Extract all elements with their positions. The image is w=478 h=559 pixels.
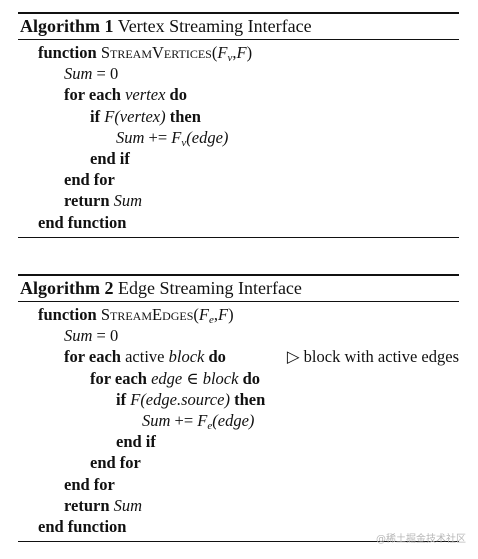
algorithm-1-line-end-if: end if	[18, 148, 459, 169]
paren-close: )	[246, 43, 253, 62]
algorithm-1-title: Vertex Streaming Interface	[117, 16, 312, 36]
algorithm-2-body: function StreamEdges(Fe,F) Sum = 0 for e…	[18, 302, 459, 543]
comment-block-active-edges: ▷ block with active edges	[286, 347, 459, 367]
keyword-function: function	[38, 305, 97, 324]
keyword-if: if	[116, 389, 127, 409]
algorithm-2-block: Algorithm 2 Edge Streaming Interface fun…	[18, 274, 459, 543]
paren-open: (	[193, 305, 199, 324]
algorithm-2-line-sum-add: Sum += Fe(edge)	[18, 410, 459, 432]
paren-open: (	[211, 43, 218, 62]
arg-f: F	[217, 43, 228, 62]
var-sum: Sum	[142, 410, 171, 430]
keyword-if: if	[90, 106, 101, 126]
function-name: StreamVertices	[100, 43, 212, 62]
keyword-return: return	[64, 495, 110, 515]
algorithm-1-caption: Algorithm 1 Vertex Streaming Interface	[18, 14, 459, 40]
keyword-then: then	[169, 106, 201, 126]
algorithm-2-line-for-edge: for each edge ∈ block do	[18, 368, 459, 389]
algorithm-2-line-return: return Sum	[18, 495, 459, 516]
keyword-end-function: end function	[38, 212, 127, 232]
algorithm-1-line-sum-init: Sum = 0	[18, 63, 459, 84]
arg-f2: F	[236, 43, 247, 62]
keyword-for-each: for each	[90, 368, 147, 388]
algorithm-2-caption: Algorithm 2 Edge Streaming Interface	[18, 276, 459, 302]
function-name: StreamEdges	[100, 305, 194, 324]
algorithm-1-line-if: if F(vertex) then	[18, 106, 459, 127]
keyword-for-each: for each	[64, 85, 121, 105]
paren-close: )	[228, 305, 234, 324]
algorithm-1-line-function: function StreamVertices(Fv,F)	[18, 42, 459, 64]
arg-f-sub: v	[227, 52, 233, 64]
var-edge-in-block: edge ∈ block	[151, 368, 239, 388]
var-sum: Sum	[116, 127, 145, 147]
algorithm-2-line-if: if F(edge.source) then	[18, 389, 459, 410]
keyword-do: do	[208, 347, 226, 367]
var-sum: Sum	[64, 64, 93, 84]
func-f: F	[130, 389, 141, 409]
algorithm-2-line-end-for-outer: end for	[18, 474, 459, 495]
algorithm-1-line-end-function: end function	[18, 212, 459, 233]
algorithm-2-line-for-block: for each active block do ▷ block with ac…	[18, 346, 459, 367]
keyword-do: do	[242, 368, 260, 388]
arg-edge: (edge)	[186, 127, 229, 147]
algorithm-2-number: Algorithm 2	[20, 278, 114, 298]
func-f: F	[104, 106, 115, 126]
algorithm-2-line-end-function: end function	[18, 516, 459, 537]
algorithm-1-block: Algorithm 1 Vertex Streaming Interface f…	[18, 12, 459, 238]
arg-edge: (edge)	[212, 410, 255, 430]
var-sum: Sum	[64, 326, 93, 346]
arg-vertex: (vertex)	[114, 106, 166, 126]
op-plus-assign: +=	[170, 410, 198, 430]
algorithm-2-line-end-if: end if	[18, 431, 459, 452]
arg-f: F	[198, 305, 209, 324]
algorithm-2-line-end-for-inner: end for	[18, 452, 459, 473]
func-fe: F	[197, 410, 208, 430]
algorithm-1-line-end-for: end for	[18, 169, 459, 190]
op-plus-assign: +=	[144, 127, 172, 147]
func-fe-sub: e	[207, 419, 213, 432]
keyword-end-for: end for	[64, 474, 115, 494]
algorithm-1-line-for: for each vertex do	[18, 84, 459, 105]
algorithm-1-line-return: return Sum	[18, 190, 459, 211]
algorithm-1-body: function StreamVertices(Fv,F) Sum = 0 fo…	[18, 40, 459, 238]
keyword-return: return	[64, 191, 110, 211]
algorithm-2-title: Edge Streaming Interface	[118, 278, 302, 298]
var-sum: Sum	[113, 191, 143, 211]
var-block: block	[168, 347, 205, 367]
keyword-for-each: for each	[64, 347, 121, 367]
watermark-text: @稀土掘金技术社区	[376, 534, 466, 545]
keyword-end-function: end function	[38, 516, 127, 536]
algorithm-2-top-rule	[18, 274, 459, 276]
var-vertex: vertex	[125, 85, 166, 105]
algorithm-1-top-rule	[18, 12, 459, 14]
algorithm-2-line-sum-init: Sum = 0	[18, 325, 459, 346]
keyword-function: function	[38, 43, 97, 62]
assign-zero: = 0	[92, 64, 119, 84]
algorithm-2-line-function: function StreamEdges(Fe,F)	[18, 304, 459, 326]
arg-f-sub: e	[209, 314, 214, 326]
func-fv-sub: v	[181, 136, 187, 149]
assign-zero: = 0	[92, 326, 119, 346]
algorithm-1-line-sum-add: Sum += Fv(edge)	[18, 127, 459, 149]
keyword-end-if: end if	[90, 148, 130, 168]
arg-edge-source: (edge.source)	[140, 389, 230, 409]
keyword-end-for: end for	[90, 453, 141, 473]
keyword-end-if: end if	[116, 432, 156, 452]
arg-f2: F	[218, 305, 229, 324]
text-active: active	[120, 347, 169, 367]
algorithm-1-number: Algorithm 1	[20, 16, 114, 36]
comma: ,	[213, 305, 219, 324]
func-fv: F	[171, 127, 182, 147]
keyword-do: do	[169, 85, 187, 105]
comma: ,	[232, 43, 237, 62]
keyword-then: then	[234, 389, 266, 409]
keyword-end-for: end for	[64, 170, 115, 190]
var-sum: Sum	[113, 495, 143, 515]
